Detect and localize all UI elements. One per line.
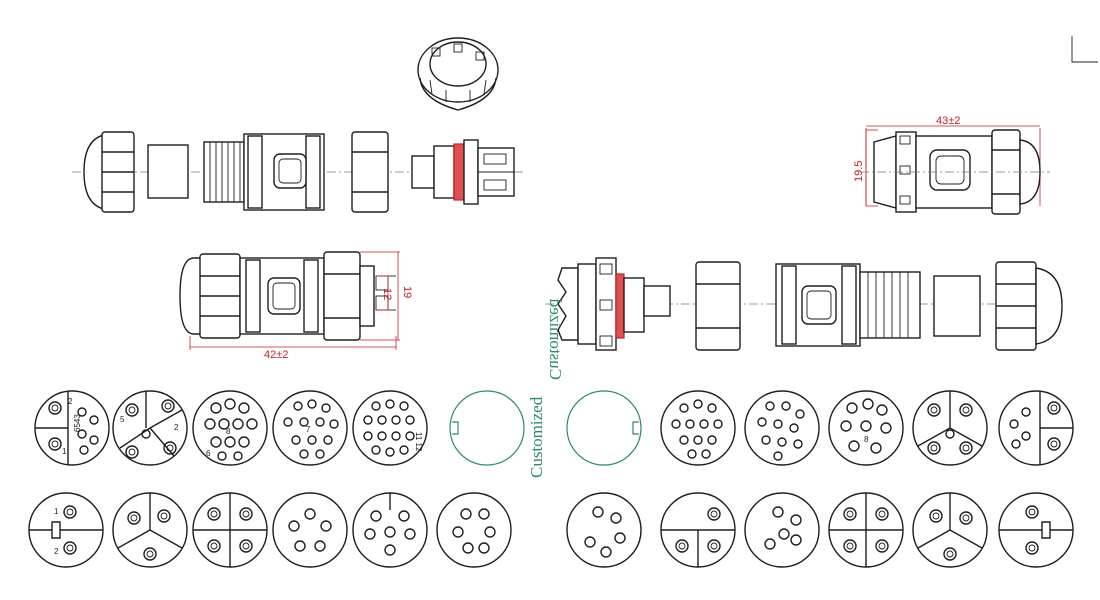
coupling-nut-part <box>351 131 389 213</box>
face-row1-10 <box>998 390 1074 466</box>
face-row2-6 <box>436 492 512 568</box>
svg-text:8: 8 <box>226 427 231 436</box>
face-row2-10 <box>828 492 904 568</box>
dimension-bottom-length: 42±2 <box>189 336 397 361</box>
svg-text:1: 1 <box>54 507 59 516</box>
face-row1-1: 2 1 6543 <box>34 390 110 466</box>
nut-perspective-part <box>417 37 499 111</box>
assembled-view-middle-left: 42±2 19 12 <box>179 251 413 361</box>
dimension-top-height: 19.5 <box>853 129 878 207</box>
face-row2-8 <box>660 492 736 568</box>
face-row2-9 <box>744 492 820 568</box>
customized-blank-face-mirrored <box>566 390 642 466</box>
svg-text:8: 8 <box>864 435 869 444</box>
face-row1-4: 7 <box>272 390 348 466</box>
face-row1-3: 86 <box>192 390 268 466</box>
svg-text:7: 7 <box>306 425 311 434</box>
dimension-bottom-heights: 19 12 <box>360 251 413 341</box>
assembled-view-top-right: 43±2 19.5 <box>853 115 1050 215</box>
dim-height-top: 19.5 <box>853 161 865 182</box>
face-row2-4 <box>272 492 348 568</box>
customized-label: Customized <box>527 396 546 478</box>
exploded-view-middle-right <box>545 257 1063 351</box>
face-row2-2 <box>112 492 188 568</box>
face-row1-8: 8 <box>828 390 904 466</box>
face-row1-2: 52 <box>112 390 188 466</box>
customized-blank-face <box>449 390 525 466</box>
face-row2-11 <box>912 492 988 568</box>
svg-text:6543: 6543 <box>73 414 82 432</box>
receptacle-part <box>411 139 515 205</box>
customized-label-mirrored: Customized <box>546 298 565 380</box>
end-cap-part <box>83 131 135 213</box>
face-row2-7 <box>566 492 642 568</box>
dim-outer-height: 19 <box>401 286 413 298</box>
svg-text:1: 1 <box>62 447 67 456</box>
svg-text:11 12: 11 12 <box>414 432 423 452</box>
face-row2-12 <box>998 492 1074 568</box>
face-row1-6 <box>660 390 736 466</box>
corner-mark <box>1071 36 1098 63</box>
face-row2-1: 12 <box>28 492 104 568</box>
dim-inner-height: 12 <box>381 288 393 300</box>
svg-text:2: 2 <box>54 547 59 556</box>
face-row1-7 <box>744 390 820 466</box>
svg-text:5: 5 <box>120 415 125 424</box>
svg-text:6: 6 <box>206 449 211 458</box>
svg-text:2: 2 <box>68 397 73 406</box>
dim-length-bottom: 42±2 <box>264 349 288 361</box>
face-row1-5: 11 12 <box>352 390 428 466</box>
dim-length-top: 43±2 <box>936 115 960 127</box>
svg-text:2: 2 <box>174 423 179 432</box>
body-housing-part <box>203 133 325 211</box>
seal-insert-part <box>147 144 189 199</box>
face-row2-5 <box>352 492 428 568</box>
face-row1-9 <box>912 390 988 466</box>
contact-faces: 21 6543 52 86 <box>28 298 1074 568</box>
exploded-view-top <box>72 37 525 213</box>
face-row2-3 <box>192 492 268 568</box>
